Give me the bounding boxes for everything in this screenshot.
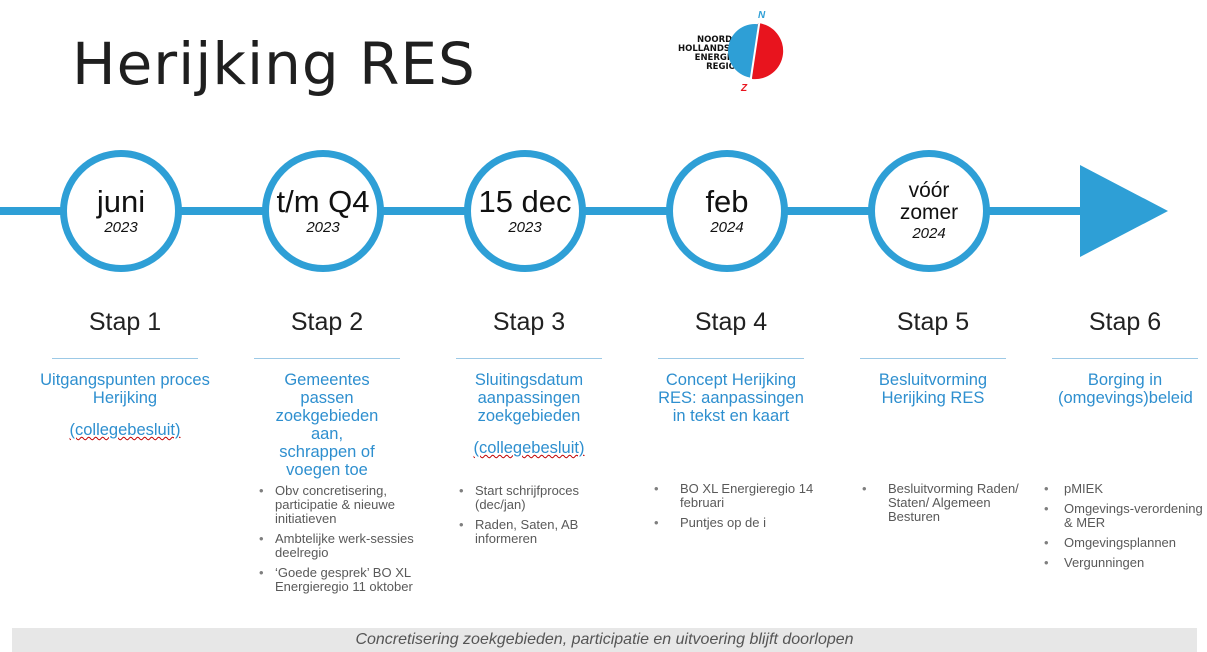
step-4-bullets: BO XL Energieregio 14 februari Puntjes o… <box>650 482 815 536</box>
milestone-circle-4: feb 2024 <box>666 150 788 272</box>
list-item: Besluitvorming Raden/ Staten/ Algemeen B… <box>858 482 1028 524</box>
step-5-bullets: Besluitvorming Raden/ Staten/ Algemeen B… <box>858 482 1028 530</box>
milestone-circle-5: vóór zomer 2024 <box>868 150 990 272</box>
list-item: Raden, Saten, AB informeren <box>455 518 605 546</box>
step-column-4: Stap 4 Concept Herijking RES: aanpassing… <box>636 308 826 439</box>
milestone-year: 2024 <box>912 225 946 242</box>
step-label: Stap 4 <box>694 308 768 336</box>
south-label: Z <box>740 83 748 94</box>
list-item: BO XL Energieregio 14 februari <box>650 482 815 510</box>
step-column-6: Stap 6 Borging in (omgevings)beleid <box>1030 308 1207 421</box>
list-item: ‘Goede gesprek’ BO XL Energieregio 11 ok… <box>255 566 415 594</box>
list-item: Obv concretisering, participatie & nieuw… <box>255 484 415 526</box>
milestone-circle-2: t/m Q4 2023 <box>262 150 384 272</box>
step-description: Besluitvorming Herijking RES <box>878 371 988 407</box>
step-description: Uitgangspunten proces Herijking (college… <box>40 371 210 439</box>
list-item: Start schrijfproces (dec/jan) <box>455 484 605 512</box>
step-6-bullets: pMIEK Omgevings-verordening & MER Omgevi… <box>1040 482 1205 576</box>
milestone-year: 2024 <box>710 219 744 236</box>
energy-region-logo: NOORD- HOLLANDSE ENERGIE REGIO N Z <box>660 6 800 96</box>
divider <box>456 358 602 359</box>
page-title: Herijking RES <box>72 30 476 98</box>
list-item: Ambtelijke werk-sessies deelregio <box>255 532 415 560</box>
step-label: Stap 1 <box>88 308 162 336</box>
list-item: Omgevingsplannen <box>1040 536 1205 551</box>
step-description: Sluitingsdatum aanpassingen zoekgebieden… <box>473 371 585 457</box>
milestone-year: 2023 <box>306 219 340 236</box>
step-label: Stap 6 <box>1088 308 1162 336</box>
step-3-bullets: Start schrijfproces (dec/jan) Raden, Sat… <box>455 484 605 552</box>
step-description: Gemeentes passen zoekgebieden aan, schra… <box>275 371 379 479</box>
compass-icon: N Z <box>728 10 784 94</box>
divider <box>254 358 400 359</box>
step-description: Concept Herijking RES: aanpassingen in t… <box>658 371 804 425</box>
milestone-circle-3: 15 dec 2023 <box>464 150 586 272</box>
step-column-2: Stap 2 Gemeentes passen zoekgebieden aan… <box>232 308 422 493</box>
step-column-3: Stap 3 Sluitingsdatum aanpassingen zoekg… <box>434 308 624 471</box>
step-description: Borging in (omgevings)beleid <box>1058 371 1193 407</box>
step-column-5: Stap 5 Besluitvorming Herijking RES <box>838 308 1028 421</box>
divider <box>658 358 804 359</box>
milestone-circle-1: juni 2023 <box>60 150 182 272</box>
list-item: Puntjes op de i <box>650 516 815 531</box>
divider <box>860 358 1006 359</box>
step-column-1: Stap 1 Uitgangspunten proces Herijking (… <box>30 308 220 453</box>
north-label: N <box>758 10 766 21</box>
divider <box>1052 358 1198 359</box>
step-2-bullets: Obv concretisering, participatie & nieuw… <box>255 484 415 600</box>
footer-note: Concretisering zoekgebieden, participati… <box>12 628 1197 652</box>
timeline-arrow-icon <box>1080 165 1168 257</box>
step-label: Stap 3 <box>492 308 566 336</box>
milestone-date: 15 dec <box>478 184 572 219</box>
milestone-date: vóór zomer <box>899 179 959 224</box>
list-item: Omgevings-verordening & MER <box>1040 502 1205 530</box>
divider <box>52 358 198 359</box>
milestone-year: 2023 <box>104 219 138 236</box>
list-item: pMIEK <box>1040 482 1205 497</box>
milestone-date: feb <box>705 184 749 219</box>
milestone-year: 2023 <box>508 219 542 236</box>
logo-text: NOORD- HOLLANDSE ENERGIE REGIO <box>678 35 736 72</box>
milestone-date: juni <box>96 184 146 219</box>
step-label: Stap 5 <box>896 308 970 336</box>
list-item: Vergunningen <box>1040 556 1205 571</box>
milestone-date: t/m Q4 <box>276 184 370 219</box>
step-label: Stap 2 <box>290 308 364 336</box>
